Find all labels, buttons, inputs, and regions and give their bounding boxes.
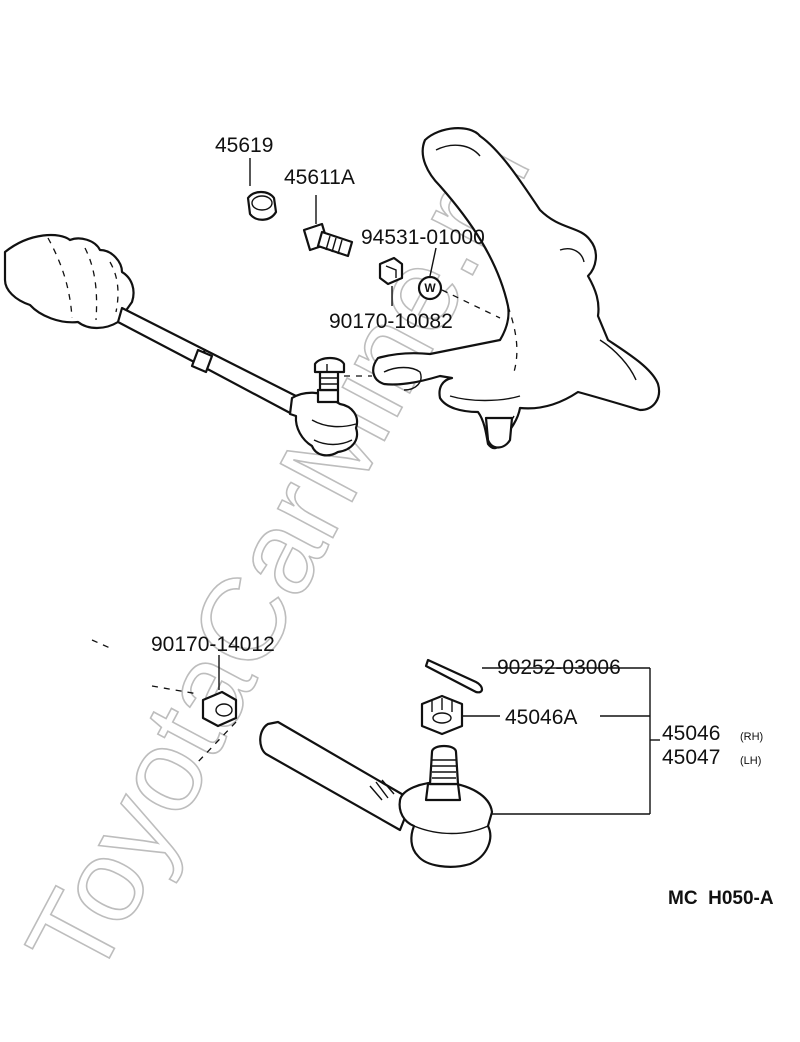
tie-rod <box>116 306 302 416</box>
tie-rod-end-lower <box>259 720 650 868</box>
label-45046: 45046 <box>662 722 720 745</box>
nut-90170-10082 <box>378 256 404 306</box>
label-90170-10082: 90170-10082 <box>329 310 453 333</box>
tie-rod-end-upper <box>288 356 372 457</box>
label-94531-01000: 94531-01000 <box>361 226 485 249</box>
steering-rack-boot <box>3 234 135 330</box>
castle-nut-45046A <box>420 694 650 736</box>
label-45611A: 45611A <box>284 166 355 189</box>
label-90252-03006: 90252-03006 <box>497 656 621 679</box>
steering-knuckle <box>372 127 661 450</box>
label-45047: 45047 <box>662 746 720 769</box>
label-45619: 45619 <box>215 134 273 157</box>
label-45046A: 45046A <box>505 706 577 729</box>
diagram-code: MC H050-A <box>668 888 774 909</box>
bushing-45619 <box>246 158 278 221</box>
label-45047-side: (LH) <box>740 755 761 767</box>
label-90170-14012: 90170-14012 <box>151 633 275 656</box>
bolt-45611A <box>302 195 354 258</box>
lock-nut-90170-14012 <box>91 639 238 765</box>
cotter-pin-90252 <box>424 658 650 694</box>
washer-94531 <box>417 247 501 319</box>
label-45046-side: (RH) <box>740 731 763 743</box>
washer-symbol-label: W <box>424 281 436 295</box>
